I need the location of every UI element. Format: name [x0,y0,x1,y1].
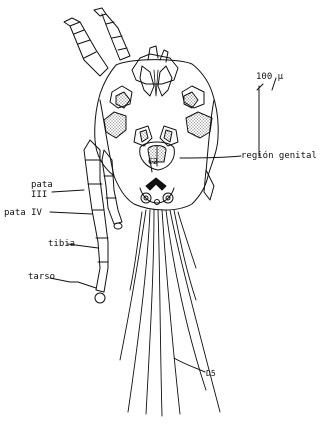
tarso-label: tarso [28,272,55,282]
pata-iv-label: pata IV [4,208,42,218]
leg-iv [84,140,108,303]
d5-label: D5 [206,369,216,379]
tibia-label: tibia [48,239,75,249]
region-genital-label: región genital [241,151,317,161]
c2-label: C2 [148,157,158,167]
gnathosoma [132,46,178,96]
pata-iii-label-line2: III [31,190,53,200]
pata-iii-label-line1: pata [31,180,53,190]
leg-i [64,8,130,76]
posterior-setae [120,210,220,416]
anal-plate [140,178,174,205]
pata-iii-label: pata III [31,180,53,200]
scale-label: 100 μ [256,72,283,82]
